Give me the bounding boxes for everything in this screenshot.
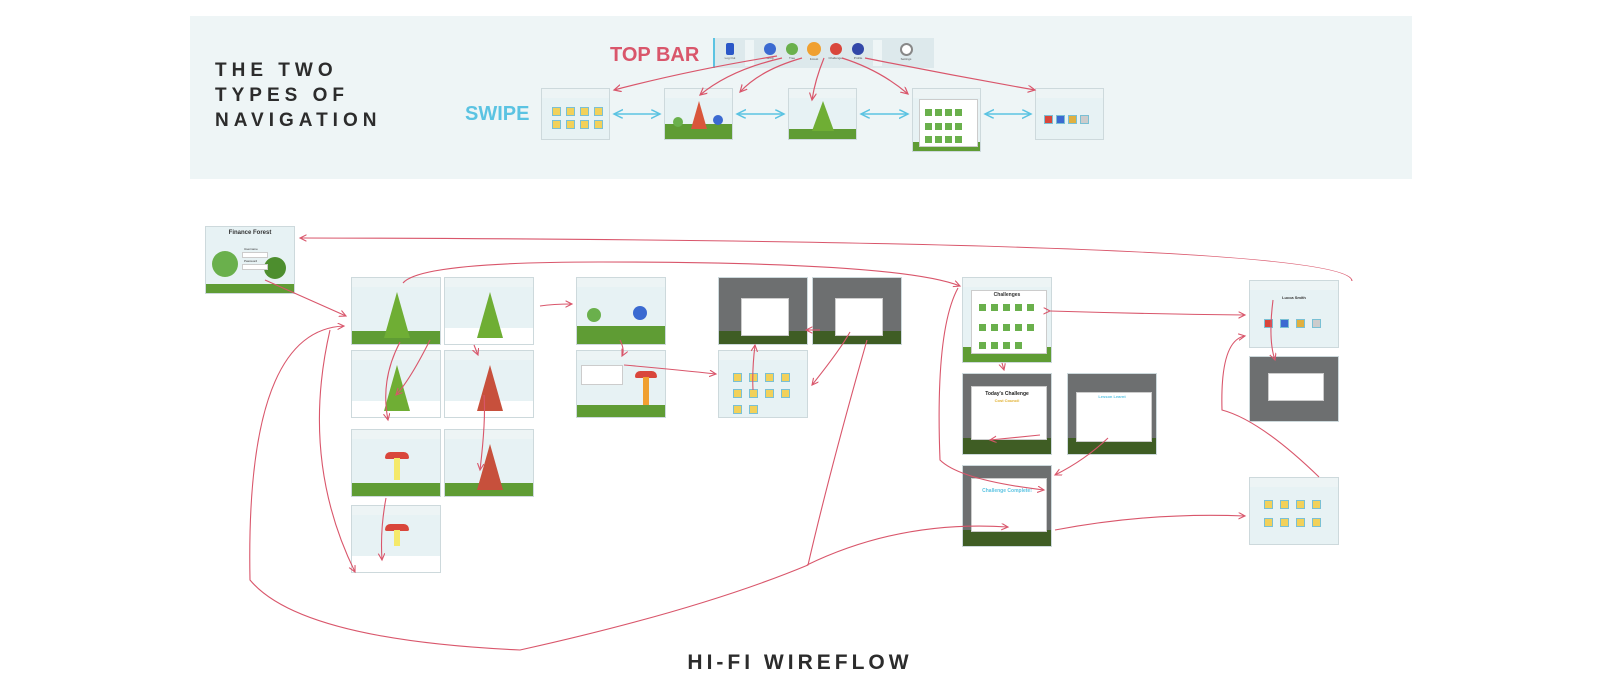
screen-shop-success [812, 277, 902, 345]
screen-tree-1 [351, 277, 441, 345]
screen-shop-confirm [718, 277, 808, 345]
top-bar-divider [873, 40, 882, 66]
screen-challenge-complete: Challenge Complete! [962, 465, 1052, 547]
screen-mushroom-menu [351, 505, 441, 573]
screen-decorated-tree [444, 350, 534, 418]
top-bar-item-label: Shop [766, 56, 774, 60]
forest-icon [807, 42, 821, 56]
top-bar-item-settings[interactable]: Settings [893, 40, 919, 61]
screen-login: Finance Forest Username Password [205, 226, 295, 294]
screen-logout-confirm [1249, 356, 1339, 422]
screen-friend-tree [576, 350, 666, 418]
top-bar-item-tree[interactable]: Tree [779, 40, 805, 60]
gear-icon [899, 43, 913, 56]
swipe-label: SWIPE [465, 103, 530, 125]
tree-icon [786, 43, 798, 55]
top-bar-divider [745, 40, 754, 66]
profile-name: Lucca Smith [1282, 295, 1306, 300]
screen-challenges: Challenges [962, 277, 1052, 363]
top-bar-item-label: Settings [900, 57, 912, 61]
wireflow-title: HI-FI WIREFLOW [687, 651, 913, 674]
screen-thumb-profile [1035, 88, 1104, 140]
screen-thumb-shop [541, 88, 610, 140]
todays-challenge-title: Today's Challenge [985, 391, 1029, 397]
wireflow-arrows [249, 238, 1353, 651]
profile-icon [852, 43, 864, 55]
challenge-complete-title: Challenge Complete! [982, 488, 1032, 494]
todays-challenge-subtitle: Cost Council [994, 398, 1020, 403]
top-bar-item-label: Profile [853, 56, 863, 60]
screen-lesson-learnt: Lesson Learnt [1067, 373, 1157, 455]
challenges-title: Challenges [993, 292, 1021, 298]
screen-mushroom [351, 429, 441, 497]
username-field[interactable] [242, 252, 268, 258]
screen-badges [1249, 477, 1339, 545]
username-label: Username [244, 247, 258, 251]
top-bar-label: TOP BAR [610, 44, 700, 66]
top-bar-item-profile[interactable]: Profile [845, 40, 871, 60]
password-label: Password [244, 259, 258, 263]
screen-tree-menu [444, 277, 534, 345]
screen-thumb-challenges [912, 88, 981, 152]
screen-forest [576, 277, 666, 345]
screen-thumb-tree [788, 88, 857, 140]
top-bar-item-challenges[interactable]: Challenges [823, 40, 849, 60]
screen-todays-challenge: Today's Challenge Cost Council [962, 373, 1052, 455]
screen-decorated-tree-2 [444, 429, 534, 497]
password-field[interactable] [242, 264, 268, 270]
top-bar-example: Log Out Shop Tree Forest Challenges Prof… [713, 38, 934, 68]
top-bar-item-label: Log Out [724, 56, 736, 60]
top-bar-item-label: Tree [788, 56, 796, 60]
screen-thumb-forest [664, 88, 733, 140]
top-bar-arrows [614, 55, 1035, 100]
login-title: Finance Forest [228, 230, 272, 236]
top-bar-item-forest[interactable]: Forest [801, 40, 827, 61]
top-bar-item-label: Forest [809, 57, 819, 61]
logout-icon [726, 43, 734, 55]
navigation-title: THE TWO TYPES OF NAVIGATION [215, 60, 382, 131]
screen-tree-2 [351, 350, 441, 418]
shop-icon [764, 43, 776, 55]
top-bar-item-shop[interactable]: Shop [757, 40, 783, 60]
screen-profile: Lucca Smith [1249, 280, 1339, 348]
top-bar-item-logout[interactable]: Log Out [717, 40, 743, 60]
top-bar-item-label: Challenges [828, 56, 844, 60]
lesson-learnt-title: Lesson Learnt [1098, 394, 1126, 399]
challenges-icon [830, 43, 842, 55]
screen-shop [718, 350, 808, 418]
